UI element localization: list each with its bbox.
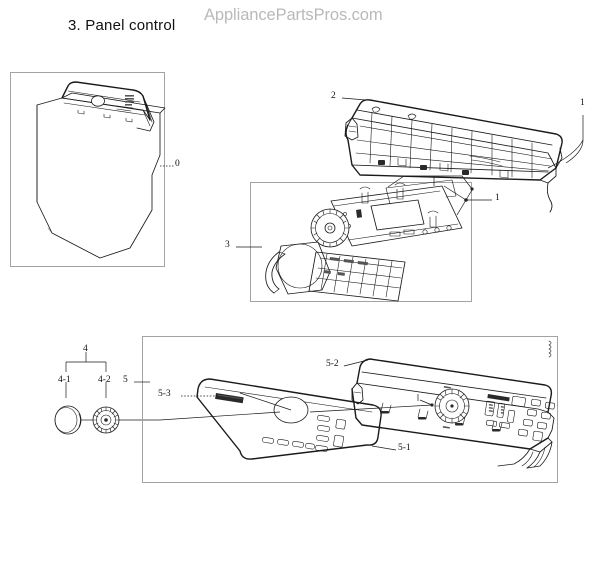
washer-overview-art [36, 81, 166, 259]
front-panel-buttons [262, 414, 346, 452]
connector-block [308, 251, 406, 302]
callout-panel-rear: 5-2 [326, 359, 339, 369]
callout-rear-cover-left: 2 [331, 91, 336, 101]
encoder-disc [310, 208, 350, 248]
leader-callout-5-1 [371, 445, 397, 451]
pcb-assembly-frame [250, 182, 472, 302]
spring-detail [548, 340, 552, 358]
washer-overview-frame [10, 72, 165, 267]
callout-panel-front: 5-1 [398, 443, 411, 453]
leader-callout-5-2 [343, 359, 369, 367]
panel-rotary-dial [434, 386, 470, 429]
panel-assembly-frame [142, 336, 558, 483]
callout-pcb-box: 3 [225, 240, 230, 250]
callout-washer-assembly: 0 [175, 159, 180, 169]
rear-cover-art [341, 97, 584, 213]
callout-panel-label-strip: 5-3 [158, 389, 171, 399]
leader-callout-2 [341, 97, 367, 101]
callout-rear-cover-right: 1 [580, 98, 585, 108]
rear-panel-controls [484, 394, 555, 442]
watermark-text: AppliancePartsPros.com [204, 6, 383, 24]
callout-knob-encoder: 4-2 [98, 375, 111, 385]
pcb-assembly-art [236, 175, 492, 302]
page-title: 3. Panel control [68, 17, 176, 34]
knob-ring [54, 405, 82, 435]
callout-knob-ring: 4-1 [58, 375, 71, 385]
knob-encoder [92, 406, 120, 434]
leader-callout-1-top [565, 115, 584, 164]
callout-knob-group: 4 [83, 344, 88, 354]
panel-assembly-art [134, 340, 555, 469]
knob-parts-art [54, 352, 160, 435]
callout-panel-box: 5 [123, 375, 128, 385]
callout-pcb-right: 1 [495, 193, 500, 203]
